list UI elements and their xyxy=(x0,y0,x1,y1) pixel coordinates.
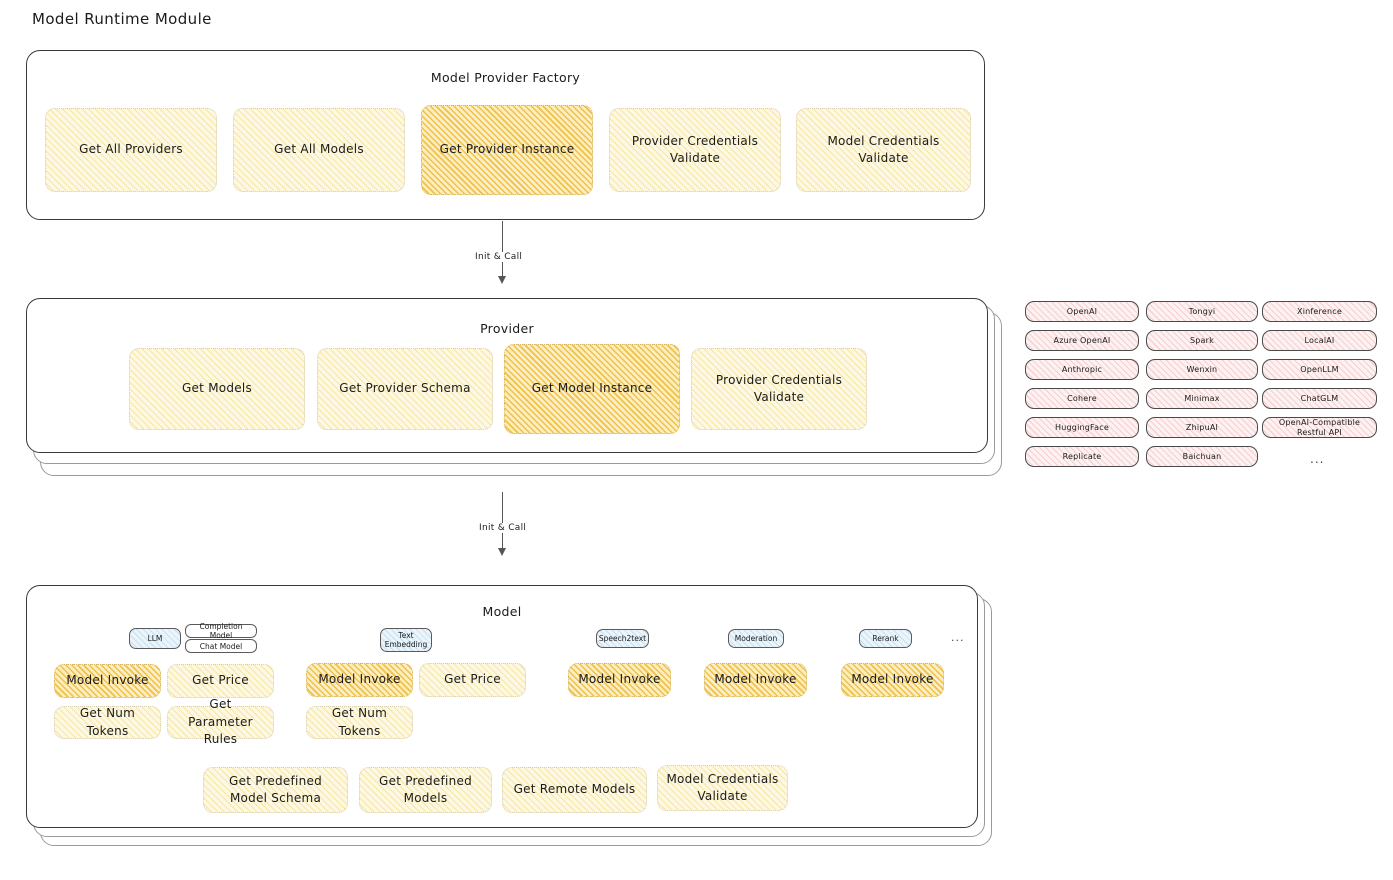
provider-chip[interactable]: Azure OpenAI xyxy=(1025,330,1139,351)
model-subtype-chat-model[interactable]: Chat Model xyxy=(185,639,257,653)
model-op-speech2text-model-invoke[interactable]: Model Invoke xyxy=(568,663,671,697)
provider-box-get-provider-schema[interactable]: Get Provider Schema xyxy=(317,348,493,430)
model-op-rerank-model-invoke[interactable]: Model Invoke xyxy=(841,663,944,697)
provider-chip[interactable]: OpenAI xyxy=(1025,301,1139,322)
model-op-llm-model-invoke[interactable]: Model Invoke xyxy=(54,664,161,698)
provider-box-get-models[interactable]: Get Models xyxy=(129,348,305,430)
arrow-factory-to-provider-line xyxy=(502,221,503,278)
model-op-embedding-model-invoke[interactable]: Model Invoke xyxy=(306,663,413,697)
model-type-tag-rerank[interactable]: Rerank xyxy=(859,629,912,648)
arrow-factory-to-provider-head xyxy=(498,276,506,284)
model-title: Model xyxy=(482,604,522,619)
factory-box-model-credentials-validate[interactable]: Model Credentials Validate xyxy=(796,108,971,192)
model-op-get-predefined-model-schema[interactable]: Get Predefined Model Schema xyxy=(203,767,348,813)
page-title: Model Runtime Module xyxy=(32,10,212,28)
provider-chip[interactable]: Anthropic xyxy=(1025,359,1139,380)
provider-list-more: ... xyxy=(1310,452,1325,466)
provider-chip[interactable]: Cohere xyxy=(1025,388,1139,409)
model-op-model-credentials-validate[interactable]: Model Credentials Validate xyxy=(657,765,788,811)
model-op-embedding-get-price[interactable]: Get Price xyxy=(419,663,526,697)
model-op-get-remote-models[interactable]: Get Remote Models xyxy=(502,767,647,813)
model-op-embedding-get-num-tokens[interactable]: Get Num Tokens xyxy=(306,706,413,739)
provider-title: Provider xyxy=(480,321,534,336)
provider-chip[interactable]: OpenLLM xyxy=(1262,359,1377,380)
factory-box-get-all-models[interactable]: Get All Models xyxy=(233,108,405,192)
model-op-llm-get-parameter-rules[interactable]: Get Parameter Rules xyxy=(167,697,274,746)
factory-box-get-all-providers[interactable]: Get All Providers xyxy=(45,108,217,192)
provider-chip[interactable]: ZhipuAI xyxy=(1146,417,1258,438)
factory-box-provider-credentials-validate[interactable]: Provider Credentials Validate xyxy=(609,108,781,192)
factory-box-get-provider-instance[interactable]: Get Provider Instance xyxy=(421,105,593,195)
model-types-more: ... xyxy=(951,631,965,644)
arrow-provider-to-model-label: Init & Call xyxy=(476,523,530,533)
model-subtype-completion-model[interactable]: Completion Model xyxy=(185,622,257,640)
provider-chip[interactable]: Replicate xyxy=(1025,446,1139,467)
model-op-llm-get-price[interactable]: Get Price xyxy=(167,664,274,698)
arrow-provider-to-model-line xyxy=(502,492,503,550)
provider-chip[interactable]: LocalAI xyxy=(1262,330,1377,351)
model-type-tag-text-embedding[interactable]: Text Embedding xyxy=(380,628,432,652)
model-type-tag-moderation[interactable]: Moderation xyxy=(728,629,784,648)
model-op-get-predefined-models[interactable]: Get Predefined Models xyxy=(359,767,492,813)
provider-chip[interactable]: Spark xyxy=(1146,330,1258,351)
provider-box-provider-credentials-validate[interactable]: Provider Credentials Validate xyxy=(691,348,867,430)
provider-chip[interactable]: Xinference xyxy=(1262,301,1377,322)
model-type-tag-llm[interactable]: LLM xyxy=(129,628,181,649)
provider-box-get-model-instance[interactable]: Get Model Instance xyxy=(504,344,680,434)
provider-chip[interactable]: Wenxin xyxy=(1146,359,1258,380)
arrow-provider-to-model-head xyxy=(498,548,506,556)
provider-chip[interactable]: OpenAI-Compatible Restful API xyxy=(1262,417,1377,438)
provider-chip[interactable]: Tongyi xyxy=(1146,301,1258,322)
model-provider-factory-title: Model Provider Factory xyxy=(430,70,581,85)
provider-chip[interactable]: Baichuan xyxy=(1146,446,1258,467)
model-op-moderation-model-invoke[interactable]: Model Invoke xyxy=(704,663,807,697)
provider-chip[interactable]: HuggingFace xyxy=(1025,417,1139,438)
provider-chip[interactable]: ChatGLM xyxy=(1262,388,1377,409)
model-type-tag-speech2text[interactable]: Speech2text xyxy=(596,629,649,648)
arrow-factory-to-provider-label: Init & Call xyxy=(472,252,526,262)
provider-chip[interactable]: Minimax xyxy=(1146,388,1258,409)
model-op-llm-get-num-tokens[interactable]: Get Num Tokens xyxy=(54,706,161,739)
